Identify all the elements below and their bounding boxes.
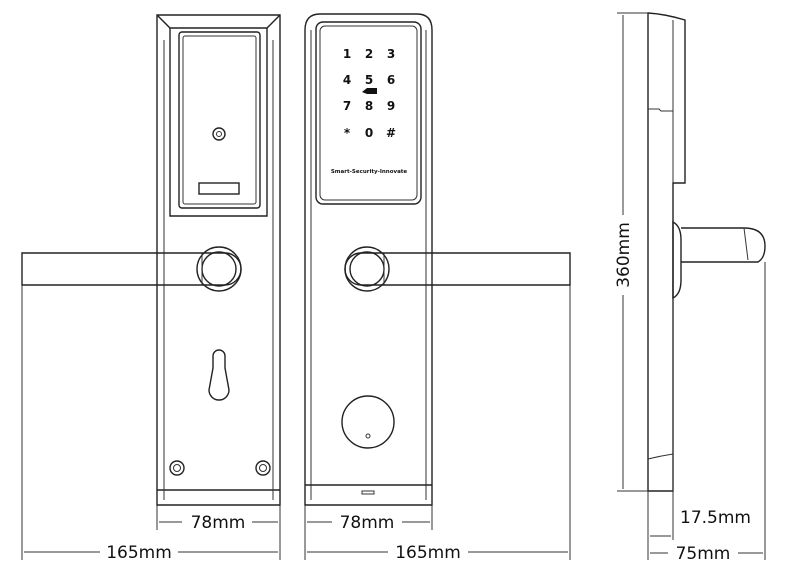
dim-total-width-right: 165mm [395,543,461,563]
keypad: 1 2 3 4 5 6 7 8 9 * 0 # [343,47,396,140]
key-0[interactable]: 0 [365,126,373,140]
dim-total-depth: 75mm [676,544,731,564]
dim-total-width-left: 165mm [106,543,172,563]
card-reader-panel [178,31,261,209]
card-icon [362,88,377,94]
key-hash[interactable]: # [386,126,396,140]
screw-icon [255,460,271,476]
key-3[interactable]: 3 [387,47,395,61]
battery-slot [198,182,240,195]
front-view: 1 2 3 4 5 6 7 8 9 * 0 # Smart-Security-I… [304,13,571,506]
key-9[interactable]: 9 [387,99,395,113]
side-view [647,12,766,492]
keypad-slogan: Smart-Security-Innovate [331,169,408,175]
dim-front-width-right: 78mm [340,513,395,533]
key-2[interactable]: 2 [365,47,373,61]
key-7[interactable]: 7 [343,99,351,113]
keyhole-icon [208,349,230,401]
back-view [21,14,281,506]
key-star[interactable]: * [344,126,351,140]
key-4[interactable]: 4 [343,73,351,87]
dim-height: 360mm [614,222,634,288]
key-1[interactable]: 1 [343,47,351,61]
dim-front-width-left: 78mm [191,513,246,533]
key-8[interactable]: 8 [365,99,373,113]
lever-handle [21,252,242,286]
key-5[interactable]: 5 [365,73,373,87]
screw-icon [169,460,185,476]
lever-handle [344,252,571,286]
keypad-panel [315,21,422,205]
key-override-cylinder [341,395,395,449]
usb-port [361,490,375,495]
key-6[interactable]: 6 [387,73,395,87]
dimension-lines [21,12,766,560]
cylinder-icon [212,127,226,141]
dim-body-depth: 17.5mm [680,508,751,528]
